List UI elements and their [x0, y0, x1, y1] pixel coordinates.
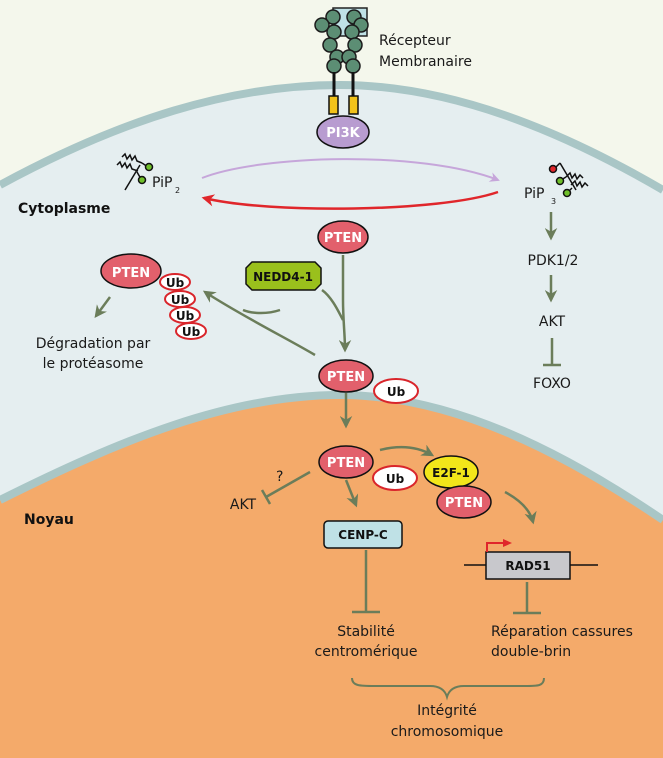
ub-chain-label: Ub — [171, 293, 190, 307]
degradation-label-line1: Dégradation par — [36, 336, 151, 352]
stability-label-line2: centromérique — [315, 644, 418, 660]
nedd4-polyub-branch — [242, 308, 281, 315]
pten-nucleus-label: PTEN — [327, 456, 365, 471]
receptor-icon — [314, 7, 369, 115]
cenpc-label: CENP-C — [338, 528, 388, 542]
pip2-subscript: 2 — [175, 186, 180, 195]
nucleus-region — [0, 395, 663, 758]
pi3k-label: PI3K — [326, 126, 360, 141]
ub-nucleus-label: Ub — [386, 472, 405, 486]
pip2-lipid-icon — [116, 152, 154, 191]
repair-label-line2: double-brin — [491, 644, 571, 660]
akt-inhibits-foxo — [543, 338, 561, 367]
pten-monoub-label: PTEN — [327, 370, 365, 385]
nedd4-to-pten-arrow — [321, 288, 345, 321]
pip2-label: PiP — [152, 175, 172, 191]
degradation-label-line2: le protéasome — [43, 356, 144, 372]
pten-monoub-node — [318, 359, 374, 393]
pten-to-cenpc-arrow — [344, 479, 359, 508]
pten-e2f1-label: PTEN — [445, 496, 483, 511]
integrity-label-line1: Intégrité — [417, 703, 477, 719]
cell-membrane — [0, 80, 663, 194]
to-polyub-arrow — [202, 290, 316, 357]
pip3-subscript: 3 — [551, 197, 556, 206]
pip3-lipid-icon — [548, 162, 589, 198]
rad51-label: RAD51 — [505, 559, 550, 573]
repair-label-line1: Réparation cassures — [491, 624, 633, 640]
nucleus-label: Noyau — [24, 512, 74, 528]
e2f1-label: E2F-1 — [432, 466, 470, 480]
rad51-blocks-repair — [513, 582, 541, 615]
foxo-label: FOXO — [533, 376, 571, 392]
nedd4-node — [245, 261, 322, 291]
pi3k-node — [316, 115, 370, 149]
pten-polyub-node — [100, 253, 162, 289]
ub-mono-label: Ub — [387, 385, 406, 399]
ub-nucleus-node — [372, 465, 418, 491]
nedd4-label: NEDD4-1 — [253, 270, 313, 284]
cytoplasm-label: Cytoplasme — [18, 201, 110, 217]
ub-chain-label: Ub — [182, 325, 201, 339]
ub-chain-label: Ub — [176, 309, 195, 323]
pten-e2f1-node — [436, 485, 492, 519]
nuclear-membrane — [0, 390, 663, 524]
pten-cytoplasm-label: PTEN — [324, 231, 362, 246]
ub-chain-label: Ub — [166, 276, 185, 290]
akt-nucleus-label: AKT — [230, 497, 257, 513]
to-rad51-arrow — [504, 490, 537, 525]
ub-chain-item — [159, 273, 191, 291]
pten-to-e2f1-arrow — [379, 444, 435, 457]
pten-cytoplasm-node — [317, 220, 369, 254]
pip2-to-pip3-arrow — [201, 158, 500, 182]
pdk-label: PDK1/2 — [528, 253, 579, 269]
pten-inhibits-akt — [260, 470, 311, 505]
akt-label: AKT — [539, 314, 566, 330]
ub-chain-item — [175, 322, 207, 340]
receptor-label-line1: Récepteur — [379, 33, 451, 49]
ub-mono-node — [373, 378, 419, 404]
cenpc-node — [323, 520, 403, 549]
rad51-gene-box — [485, 551, 571, 580]
question-mark: ? — [276, 469, 283, 485]
pten-to-monoub-arrow — [338, 255, 352, 353]
integrity-brace — [351, 677, 545, 701]
pip3-label: PiP — [524, 186, 544, 202]
receptor-label-line2: Membranaire — [379, 54, 472, 70]
stability-label-line1: Stabilité — [337, 624, 395, 640]
ub-chain: Ub Ub Ub Ub — [159, 273, 207, 340]
cenpc-blocks-stability — [352, 550, 380, 614]
integrity-label-line2: chromosomique — [391, 724, 504, 740]
to-degradation-arrow — [94, 296, 112, 319]
transcription-start-icon — [486, 539, 512, 552]
pten-nucleus-node — [318, 445, 374, 479]
pip3-to-pip2-arrow — [201, 190, 499, 210]
pten-polyub-label: PTEN — [112, 266, 150, 281]
